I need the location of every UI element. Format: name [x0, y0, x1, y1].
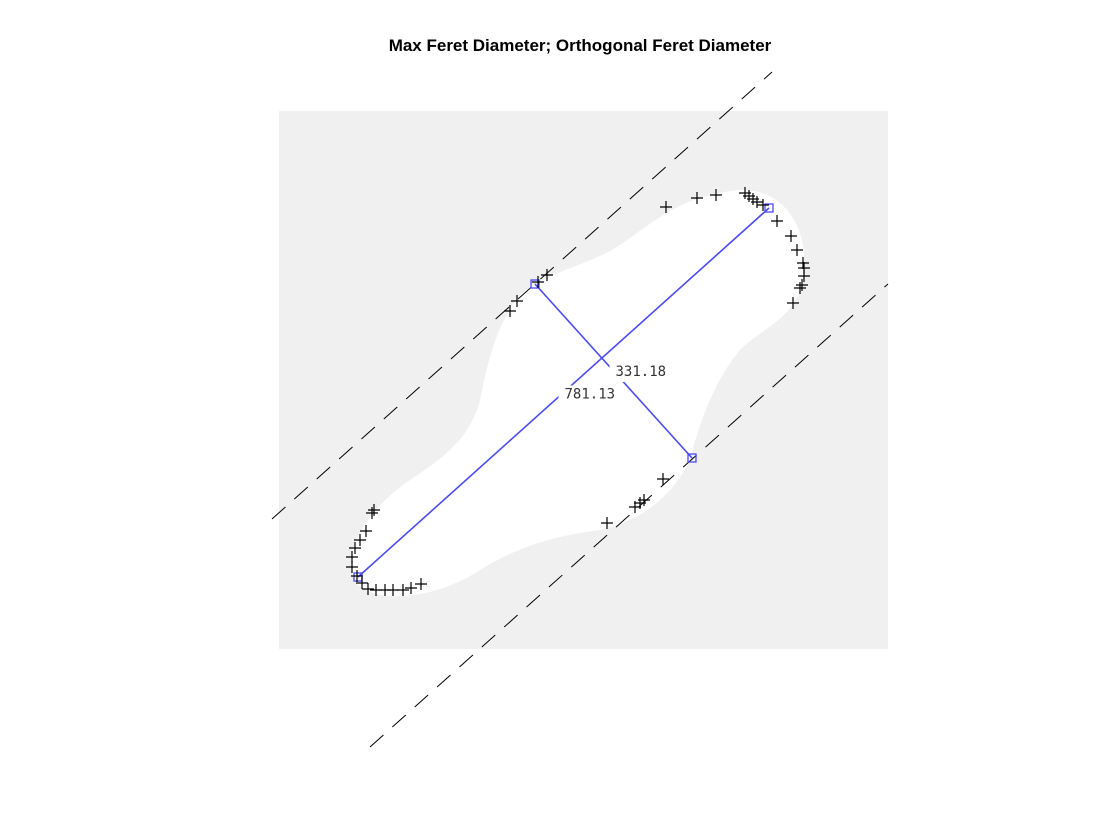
hull-point-marker — [757, 199, 769, 211]
orthogonal-feret-label: 331.18 — [609, 363, 676, 382]
hull-point-marker — [405, 582, 417, 594]
hull-point-marker — [751, 196, 763, 208]
max-feret-label-text: 781.13 — [565, 387, 616, 403]
orthogonal-feret-label-background — [609, 363, 676, 382]
hull-point-marker — [354, 534, 366, 546]
max-feret-label-background — [558, 385, 625, 405]
hull-point-marker — [787, 297, 799, 309]
caliper-line-2 — [369, 283, 889, 748]
hull-point-marker — [541, 269, 553, 281]
hull-point-marker — [638, 494, 650, 506]
max-feret-label: 781.13 — [558, 385, 625, 405]
hull-point-marker — [397, 584, 409, 596]
hull-point-marker — [657, 473, 669, 485]
chart-title: Max Feret Diameter; Orthogonal Feret Dia… — [388, 36, 772, 55]
hull-point-marker — [794, 282, 806, 294]
hull-point-marker — [360, 525, 372, 537]
hull-point-marker — [798, 270, 810, 282]
hull-point-marker — [791, 244, 803, 256]
hull-point-marker — [346, 561, 358, 573]
hull-point-marker — [366, 507, 378, 519]
hull-point-marker — [785, 230, 797, 242]
hull-point-marker — [710, 189, 722, 201]
hull-point-marker — [504, 305, 516, 317]
orthogonal-feret-endpoint-1 — [530, 279, 540, 289]
hull-point-marker — [660, 201, 672, 213]
hull-point-marker — [771, 215, 783, 227]
hull-point-marker — [415, 578, 427, 590]
orthogonal-feret-label-text: 331.18 — [616, 364, 667, 380]
hull-point-marker — [796, 279, 808, 291]
hull-point-marker — [362, 583, 374, 595]
orthogonal-feret-endpoint-2 — [687, 453, 697, 463]
hull-point-marker — [351, 570, 363, 582]
hull-point-marker — [691, 192, 703, 204]
hull-point-marker — [511, 295, 523, 307]
hull-point-marker — [601, 517, 613, 529]
caliper-line-1 — [271, 71, 773, 520]
hull-point-marker — [797, 257, 809, 269]
hull-point-marker — [532, 276, 544, 288]
max-feret-endpoint-2 — [764, 203, 774, 213]
hull-point-marker — [349, 542, 361, 554]
hull-point-marker — [368, 504, 380, 516]
hull-point-marker — [356, 577, 368, 589]
